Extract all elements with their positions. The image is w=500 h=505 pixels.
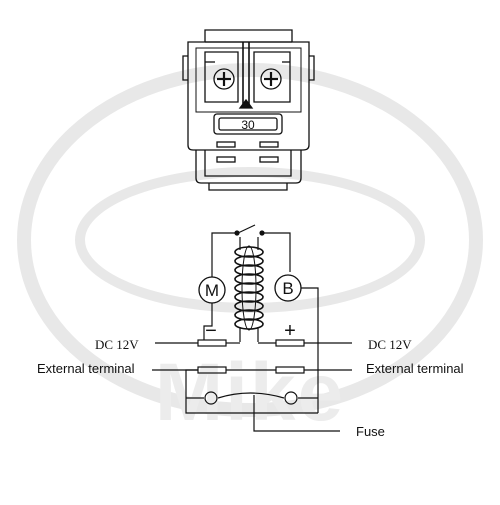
plus-sign: + bbox=[284, 320, 296, 342]
motor-symbol bbox=[198, 276, 226, 304]
relay-coil bbox=[234, 245, 264, 331]
battery-label: B bbox=[282, 279, 293, 298]
fuse-rating-label: 30 bbox=[241, 118, 255, 132]
external-terminal-right-label: External terminal bbox=[366, 361, 464, 376]
motor-label: M bbox=[205, 281, 219, 300]
external-terminal-left-label: External terminal bbox=[37, 361, 135, 376]
relay-connector bbox=[182, 29, 315, 191]
battery-symbol bbox=[274, 274, 302, 302]
dc-left-label: DC 12V bbox=[95, 337, 139, 352]
minus-sign: − bbox=[205, 320, 217, 342]
dc-right-label: DC 12V bbox=[368, 337, 412, 352]
watermark bbox=[17, 63, 483, 417]
fuse-label: Fuse bbox=[356, 424, 385, 439]
schematic-wiring bbox=[152, 224, 352, 432]
